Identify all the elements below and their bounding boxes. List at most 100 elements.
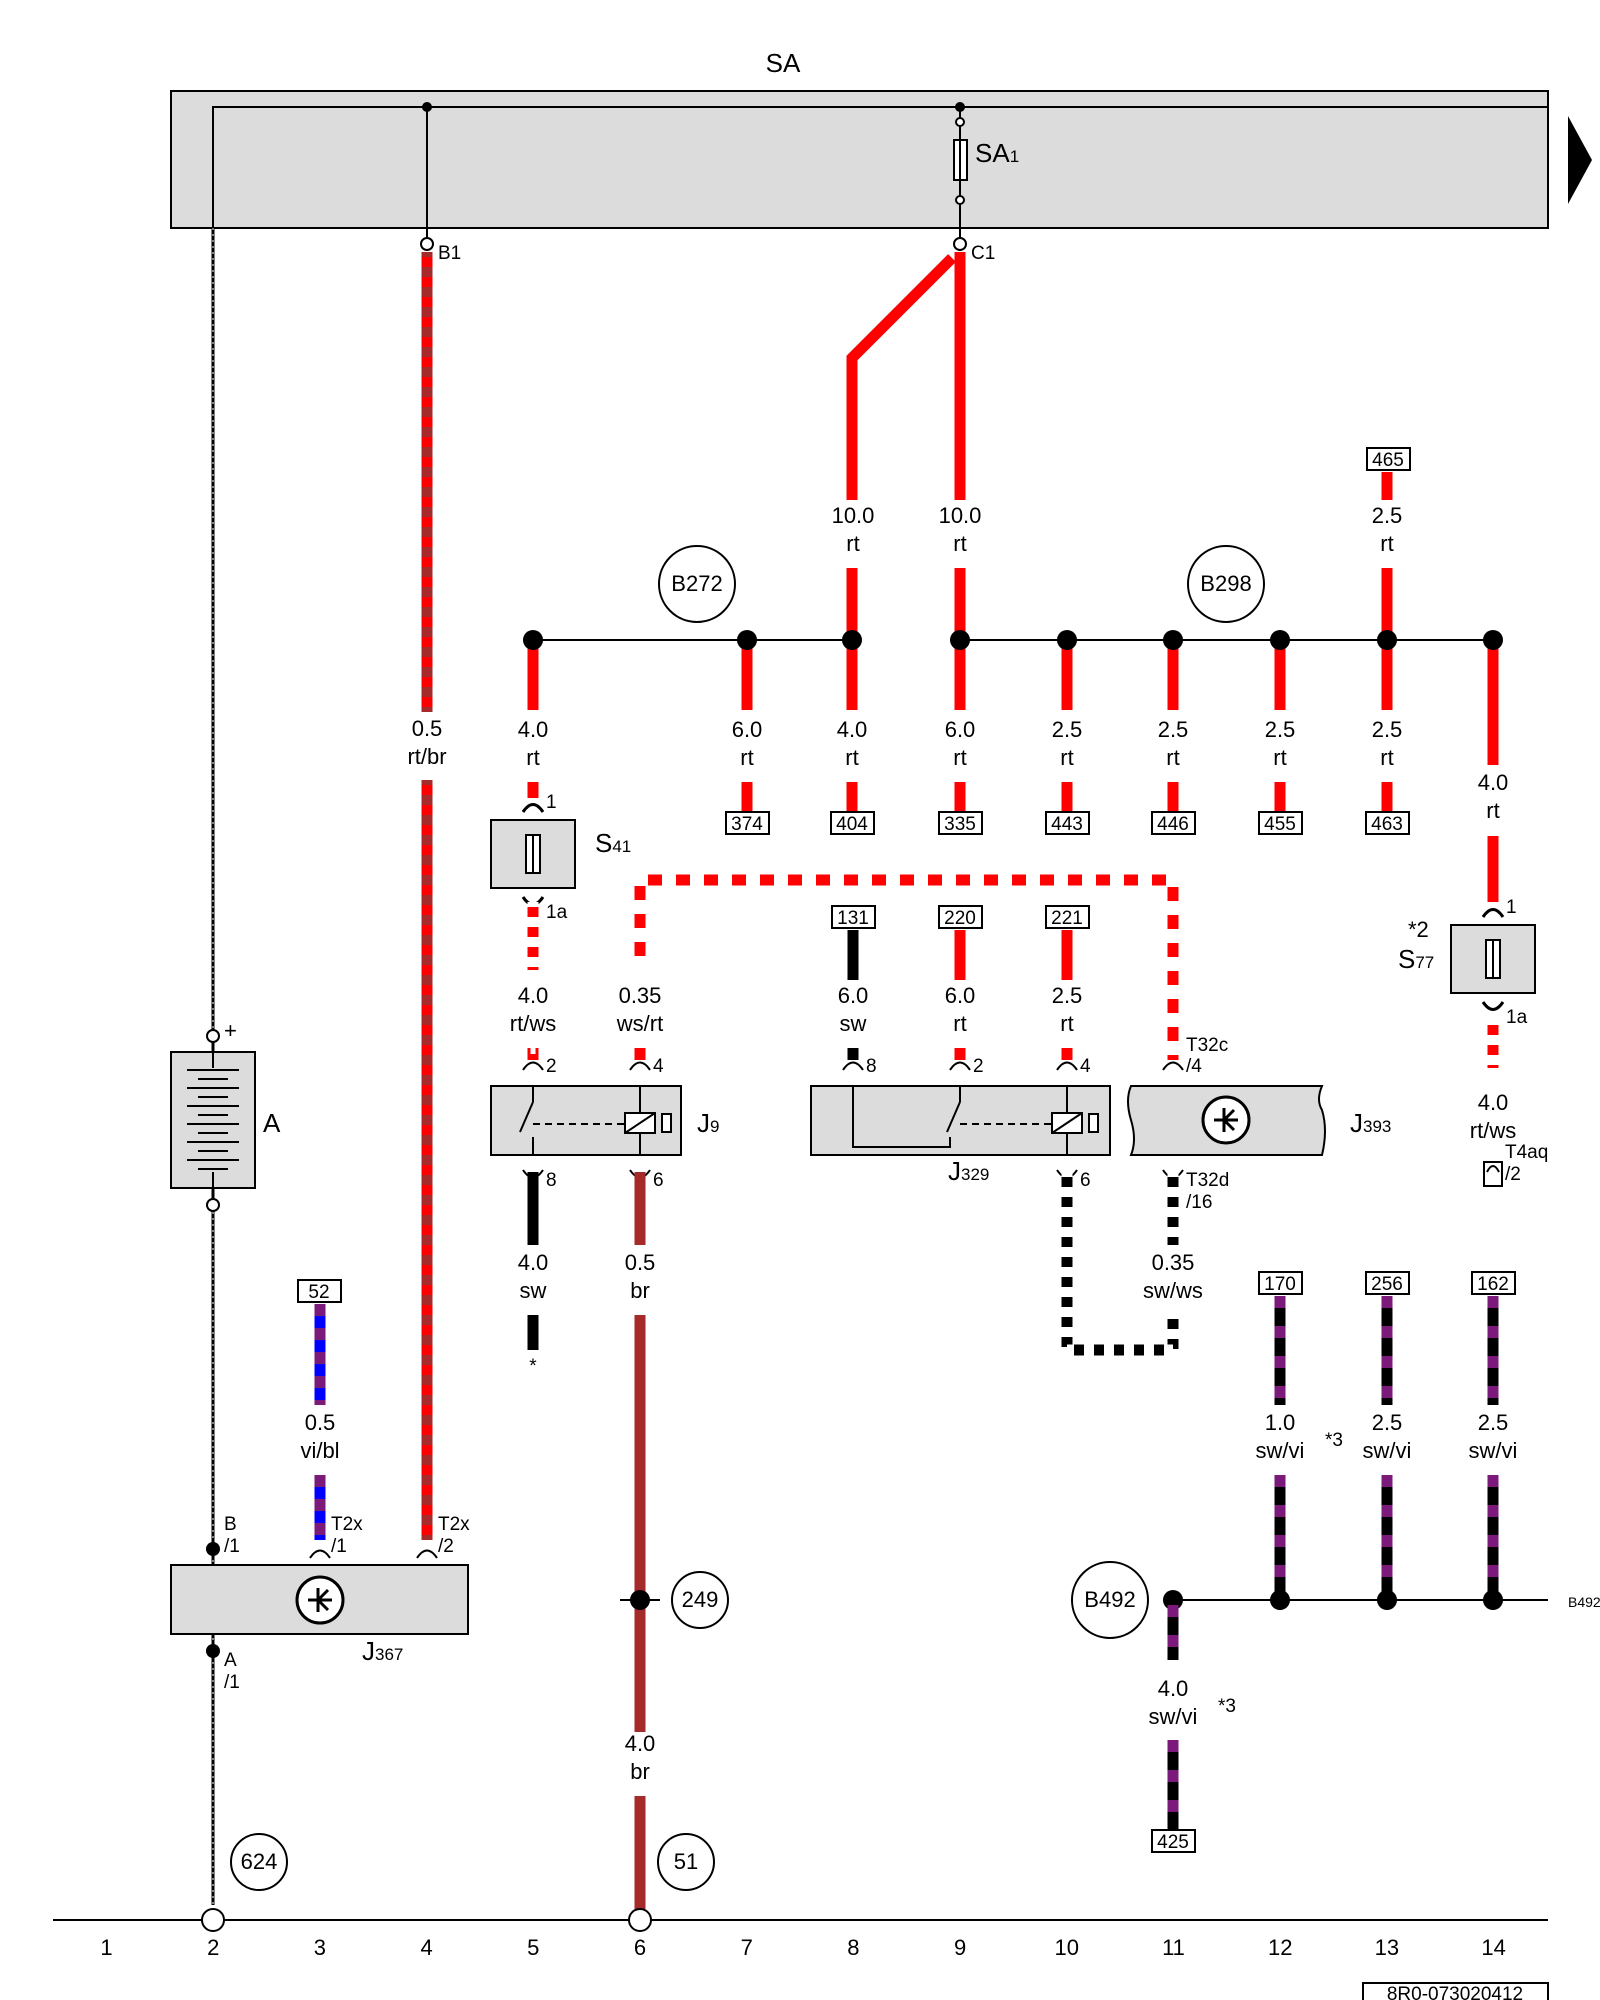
j393-pin-in-a: T32c — [1186, 1035, 1228, 1056]
column-number: 10 — [1055, 1935, 1079, 1960]
wire-170-gauge: 1.0 — [1265, 1410, 1296, 1435]
wire-463-color: rt — [1380, 745, 1393, 770]
wire-br4-color: br — [630, 1759, 650, 1784]
ref-256-box — [1365, 1271, 1410, 1295]
fuse-s77-label: S77 — [1398, 944, 1434, 974]
wire-443-gauge: 2.5 — [1052, 717, 1083, 742]
j393-pin-out-b: /16 — [1186, 1192, 1212, 1213]
wire-374-color: rt — [740, 745, 753, 770]
wire-s41out-gauge: 4.0 — [518, 983, 549, 1008]
splice-b492-circle — [1071, 1561, 1149, 1639]
wire-52-color: vi/bl — [300, 1438, 339, 1463]
fuse-s77-pin-in: 1 — [1506, 897, 1517, 918]
ref-221-box — [1045, 905, 1090, 929]
fuse-s77 — [1450, 924, 1536, 994]
wire-j98-color: sw — [520, 1278, 547, 1303]
wire-162-gauge: 2.5 — [1478, 1410, 1509, 1435]
battery-plus: + — [224, 1018, 237, 1043]
ref-374: 374 — [731, 814, 763, 835]
wire-221-gauge: 2.5 — [1052, 983, 1083, 1008]
column-number: 1 — [100, 1935, 112, 1960]
column-number: 14 — [1481, 1935, 1505, 1960]
column-number: 11 — [1162, 1935, 1185, 1960]
wire-10a-color: rt — [846, 531, 859, 556]
wire-col14-color: rt — [1486, 798, 1499, 823]
wire-221-color: rt — [1060, 1011, 1073, 1036]
ground-51-circle — [657, 1833, 715, 1891]
column-number: 3 — [314, 1935, 326, 1960]
wire-j393-gauge: 0.35 — [1152, 1250, 1195, 1275]
j329-pin2: 2 — [973, 1056, 984, 1077]
ref-465: 465 — [1372, 450, 1404, 471]
ref-465-box — [1366, 447, 1411, 471]
wire-404-gauge: 4.0 — [837, 717, 868, 742]
wire-s77out-color: rt/ws — [1470, 1118, 1516, 1143]
j393-label: J393 — [1350, 1108, 1391, 1138]
j9-label: J9 — [697, 1108, 719, 1138]
ref-52-box — [297, 1279, 342, 1303]
wire-465-gauge: 2.5 — [1372, 503, 1403, 528]
wire-j393-color: sw/ws — [1143, 1278, 1203, 1303]
battery-label: A — [263, 1108, 281, 1138]
ref-220-box — [938, 905, 983, 929]
wire-170-color: sw/vi — [1256, 1438, 1305, 1463]
wire-220-color: rt — [953, 1011, 966, 1036]
column-number: 8 — [847, 1935, 859, 1960]
j367-b-b: /1 — [224, 1536, 240, 1557]
ref-404-box — [830, 811, 875, 835]
j367-b-a: B — [224, 1514, 237, 1535]
ref-131-box — [831, 905, 876, 929]
j393-pin-in-b: /4 — [1186, 1056, 1202, 1077]
wire-446-color: rt — [1166, 745, 1179, 770]
j9-pin2: 2 — [546, 1056, 557, 1077]
ref-221: 221 — [1051, 908, 1083, 929]
wire-374-gauge: 6.0 — [732, 717, 763, 742]
wire-j96-gauge: 0.5 — [625, 1250, 656, 1275]
ref-455: 455 — [1264, 814, 1296, 835]
ref-446: 446 — [1157, 814, 1189, 835]
wire-10b-gauge: 10.0 — [939, 503, 982, 528]
j393-pin-out-a: T32d — [1186, 1170, 1229, 1191]
wire-wsrt-gauge: 0.35 — [619, 983, 662, 1008]
wire-443-color: rt — [1060, 745, 1073, 770]
ref-162: 162 — [1477, 1274, 1509, 1295]
ref-443: 443 — [1051, 814, 1083, 835]
ref-256: 256 — [1371, 1274, 1403, 1295]
ground-51: 51 — [674, 1849, 698, 1874]
wire-j98-gauge: 4.0 — [518, 1250, 549, 1275]
wire-10a-gauge: 10.0 — [832, 503, 875, 528]
ref-162-box — [1471, 1271, 1516, 1295]
wire-220-gauge: 6.0 — [945, 983, 976, 1008]
wire-col14-gauge: 4.0 — [1478, 770, 1509, 795]
ref-446-box — [1151, 811, 1196, 835]
continue-right-arrow — [1568, 116, 1592, 204]
column-number: 9 — [954, 1935, 966, 1960]
t4aq-a: T4aq — [1505, 1142, 1548, 1163]
wire-425-color: sw/vi — [1149, 1704, 1198, 1729]
wire-col5-color: rt — [526, 745, 539, 770]
splice-b298: B298 — [1200, 571, 1251, 596]
wire-wsrt-color: ws/rt — [616, 1011, 663, 1036]
wire-425-gauge: 4.0 — [1158, 1676, 1189, 1701]
ref-425: 425 — [1157, 1832, 1189, 1853]
ref-170: 170 — [1264, 1274, 1296, 1295]
wire-256-gauge: 2.5 — [1372, 1410, 1403, 1435]
column-number: 7 — [741, 1935, 753, 1960]
note-3b: *3 — [1218, 1696, 1236, 1717]
ref-374-box — [725, 811, 770, 835]
ref-463-box — [1365, 811, 1410, 835]
star-note: * — [529, 1356, 537, 1377]
ref-455-box — [1258, 811, 1303, 835]
ref-335-box — [938, 811, 983, 835]
column-number: 5 — [527, 1935, 539, 1960]
doc-number-box — [1362, 1982, 1549, 2000]
terminal-b1: B1 — [438, 243, 461, 264]
splice-b272: B272 — [671, 571, 722, 596]
ref-220: 220 — [944, 908, 976, 929]
ref-443-box — [1045, 811, 1090, 835]
wire-335-gauge: 6.0 — [945, 717, 976, 742]
ref-52: 52 — [308, 1282, 329, 1303]
wire-455-gauge: 2.5 — [1265, 717, 1296, 742]
